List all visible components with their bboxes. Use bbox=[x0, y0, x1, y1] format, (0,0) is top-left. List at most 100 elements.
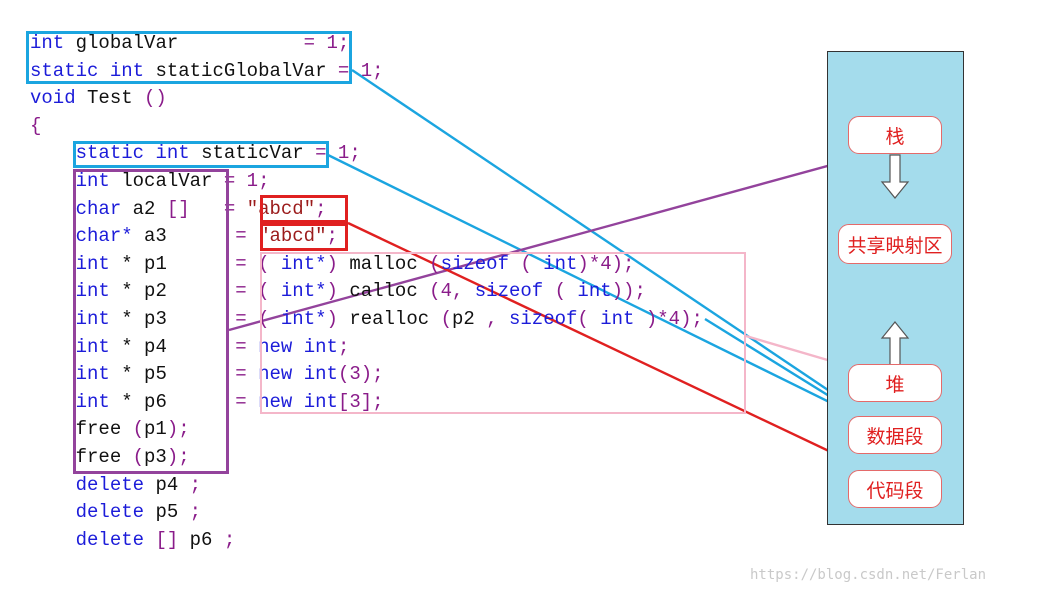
code-token bbox=[30, 253, 76, 275]
watermark: https://blog.csdn.net/Ferlan bbox=[750, 567, 987, 583]
code-token: "abcd" bbox=[246, 197, 316, 220]
code-token bbox=[30, 391, 76, 413]
code-token bbox=[247, 308, 258, 330]
code-token: int bbox=[303, 390, 338, 413]
code-token: ); bbox=[680, 308, 703, 330]
code-token bbox=[292, 363, 303, 385]
code-token: void bbox=[30, 87, 76, 110]
code-token bbox=[30, 446, 76, 468]
code-token: ; bbox=[189, 501, 202, 524]
code-token bbox=[110, 391, 121, 413]
code-token bbox=[121, 418, 132, 440]
code-token: ( bbox=[337, 363, 350, 386]
connector-lines bbox=[228, 69, 894, 482]
code-token bbox=[304, 142, 315, 164]
code-token bbox=[30, 225, 76, 247]
code-token: ); bbox=[360, 363, 384, 386]
code-token: )); bbox=[611, 280, 646, 303]
heap-up-arrow-icon bbox=[880, 321, 910, 366]
code-token: int bbox=[600, 308, 635, 330]
code-token: { bbox=[30, 114, 42, 137]
code-token: ) bbox=[577, 252, 589, 275]
code-token: delete bbox=[75, 528, 145, 551]
code-token: free bbox=[75, 418, 122, 441]
code-token: localVar bbox=[121, 170, 213, 192]
code-token: ( bbox=[132, 446, 145, 468]
code-token bbox=[247, 280, 258, 302]
code-token: int* bbox=[280, 308, 327, 330]
code-token: p3 bbox=[144, 446, 167, 468]
code-token: ; bbox=[189, 473, 202, 496]
code-token bbox=[418, 253, 429, 275]
code-token: ; bbox=[223, 528, 236, 551]
code-token bbox=[338, 308, 349, 330]
code-token: * bbox=[121, 363, 133, 386]
code-token: realloc bbox=[349, 308, 430, 330]
code-token: a2 bbox=[132, 197, 156, 220]
code-token bbox=[326, 60, 337, 82]
code-token: ); bbox=[611, 252, 635, 275]
code-token: [] bbox=[166, 197, 190, 220]
line-open-brace: { bbox=[30, 113, 41, 140]
code-token: 1 bbox=[360, 59, 373, 82]
code-token bbox=[327, 142, 338, 164]
code-token bbox=[144, 501, 155, 523]
line-free-p3: free (p3); bbox=[30, 444, 190, 471]
code-token bbox=[64, 32, 75, 54]
code-token: int bbox=[75, 252, 110, 275]
code-token: = bbox=[337, 59, 350, 82]
code-token bbox=[247, 253, 258, 275]
code-token bbox=[110, 336, 121, 358]
code-token: ); bbox=[166, 446, 190, 468]
code-token bbox=[190, 142, 201, 164]
code-token bbox=[110, 308, 121, 330]
code-token bbox=[121, 446, 132, 468]
code-token bbox=[178, 474, 189, 496]
line-staticglobalvar: static int staticGlobalVar = 1; bbox=[30, 58, 384, 85]
code-token: ( bbox=[429, 280, 441, 303]
code-token: int bbox=[75, 335, 110, 358]
code-token bbox=[292, 336, 303, 358]
code-token bbox=[190, 198, 224, 220]
code-token: ( bbox=[577, 308, 589, 330]
code-token bbox=[167, 391, 235, 413]
code-token: ; bbox=[326, 225, 338, 248]
code-token: ) bbox=[326, 280, 338, 303]
code-token: = bbox=[235, 225, 247, 248]
code-token: p4 bbox=[155, 473, 179, 496]
code-token bbox=[155, 198, 166, 220]
code-token: 1 bbox=[246, 170, 259, 192]
code-token: p2 bbox=[144, 280, 167, 303]
code-segment: 代码段 bbox=[848, 470, 942, 508]
code-token: = bbox=[223, 197, 236, 220]
code-token: new bbox=[258, 335, 293, 358]
code-token: delete bbox=[75, 501, 145, 524]
code-token bbox=[144, 474, 155, 496]
code-token: = bbox=[235, 280, 247, 303]
code-token: int bbox=[303, 335, 338, 358]
code-token: int bbox=[577, 280, 612, 303]
code-token bbox=[133, 391, 144, 413]
code-token: ( bbox=[429, 252, 441, 275]
global-to-data-line bbox=[351, 69, 881, 426]
stack-segment-label: 栈 bbox=[885, 125, 905, 148]
code-token: malloc bbox=[349, 252, 418, 275]
code-token: int bbox=[75, 390, 110, 413]
code-token bbox=[270, 308, 281, 330]
code-token: staticVar bbox=[201, 142, 304, 165]
code-token bbox=[133, 280, 144, 302]
code-token: ( bbox=[520, 252, 532, 275]
code-token: * bbox=[121, 335, 133, 358]
line-a2: char a2 [] = "abcd"; bbox=[30, 196, 327, 223]
code-token: ) bbox=[645, 308, 658, 330]
code-token bbox=[178, 501, 189, 523]
code-token bbox=[133, 336, 144, 358]
code-token: = bbox=[223, 170, 236, 192]
code-token bbox=[30, 529, 76, 551]
heap-segment-label: 堆 bbox=[885, 373, 905, 396]
code-token bbox=[235, 198, 246, 220]
code-token: static bbox=[30, 59, 99, 82]
code-token: * bbox=[588, 252, 601, 275]
code-token: ; bbox=[337, 335, 350, 358]
